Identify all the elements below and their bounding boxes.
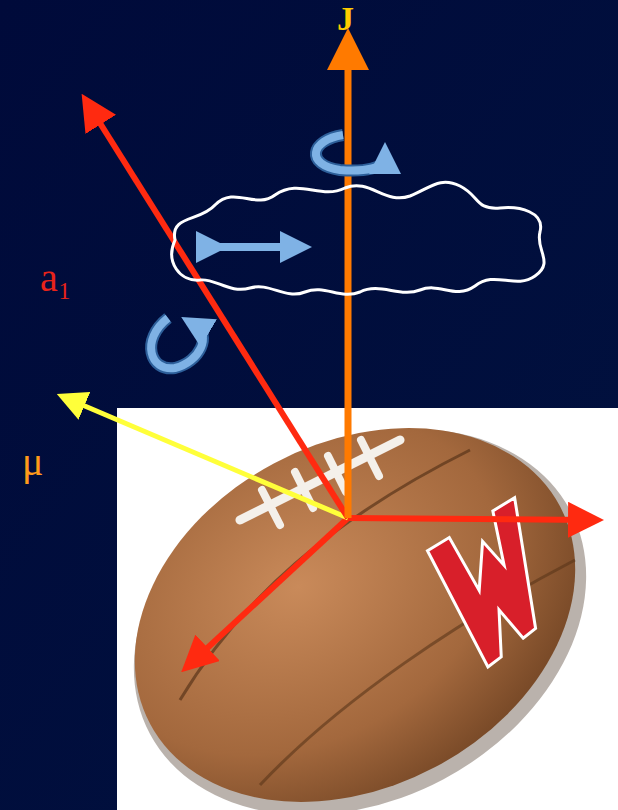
axis-label: a₁ — [40, 258, 72, 298]
angular-momentum-label: J — [337, 2, 354, 36]
dipole-label: μ — [22, 442, 43, 482]
